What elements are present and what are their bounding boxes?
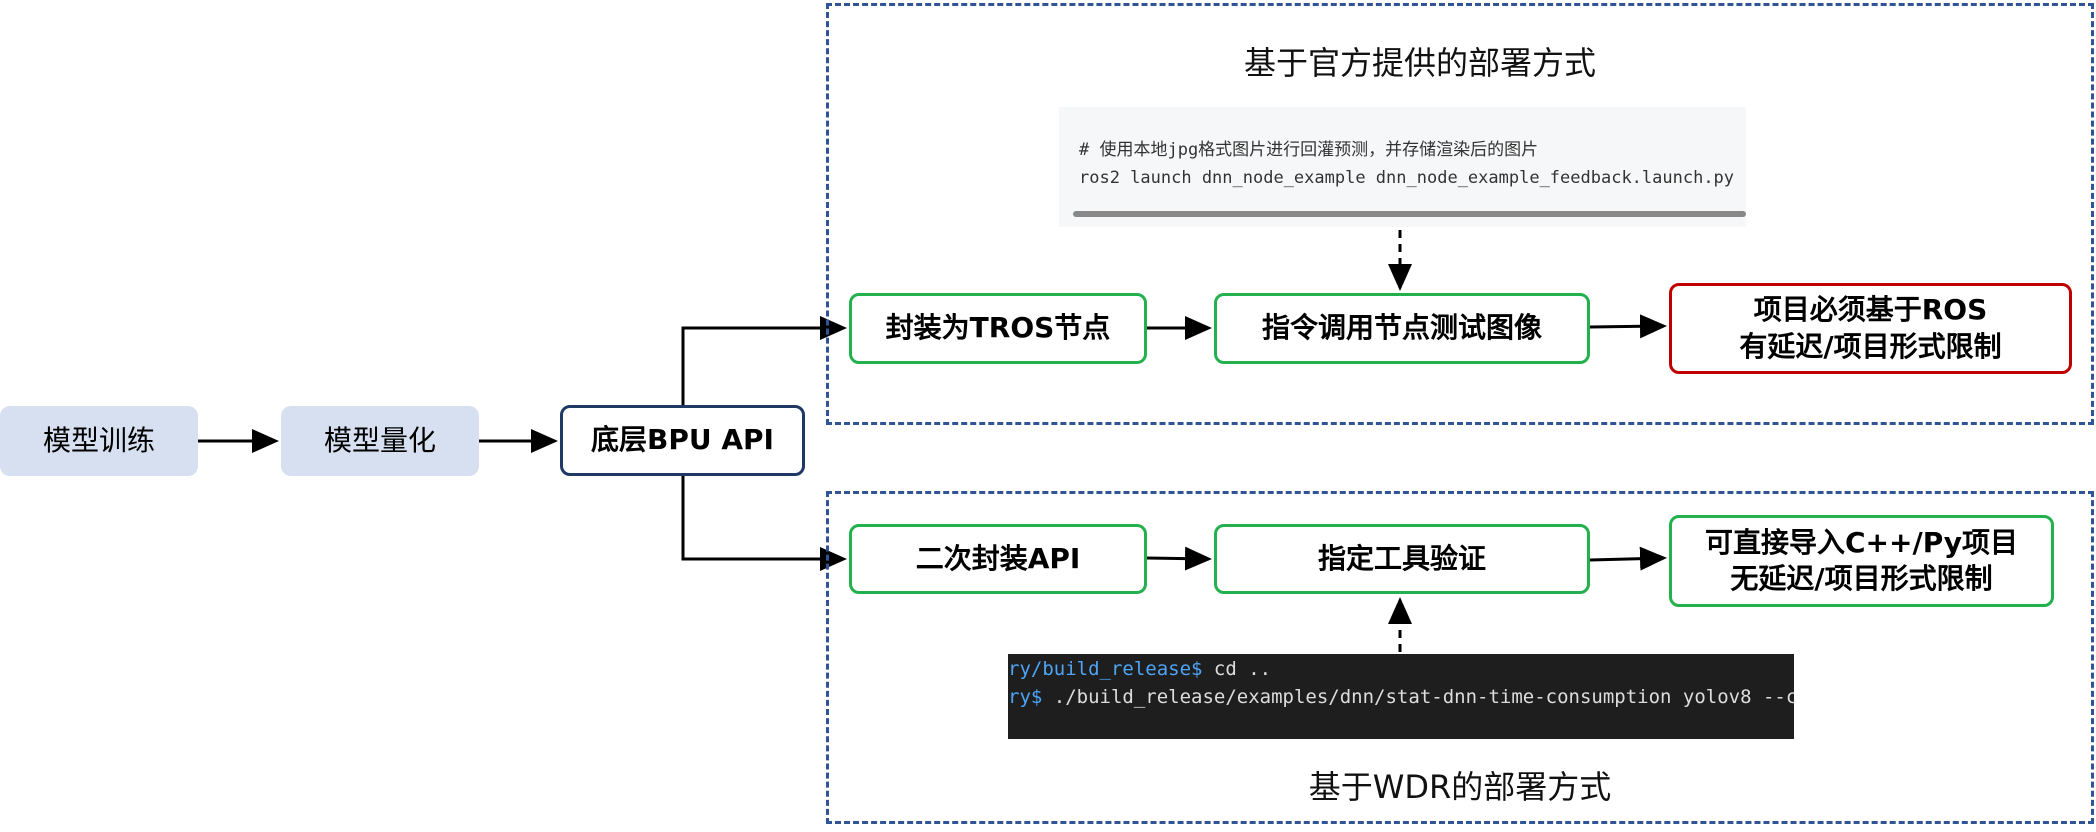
result-line: 无延迟/项目形式限制 [1730,562,1993,595]
wdr-title: 基于WDR的部署方式 [1308,768,1612,806]
arrow-bpu-to-tros [681,316,847,405]
node-model-quantization: 模型量化 [281,406,479,476]
wdr-deploy-group [826,491,2094,824]
term-prompt: ry$ [1008,686,1043,708]
term-command: cd .. [1202,658,1272,680]
result-line: 有延迟/项目形式限制 [1739,329,2002,363]
code-command: ros2 launch dnn_node_example dnn_node_ex… [1079,168,1735,188]
terminal-snippet: ry/build_release$ cd .. ry$ ./build_rele… [1008,654,1794,739]
node-bpu-api: 底层BPU API [560,405,805,476]
node-tros-wrap: 封装为TROS节点 [849,293,1147,364]
term-prompt: ry/build_release$ [1008,658,1203,680]
node-official-result: 项目必须基于ROS 有延迟/项目形式限制 [1669,283,2072,374]
horizontal-scrollbar[interactable] [1073,211,1746,217]
node-wdr-result: 可直接导入C++/Py项目 无延迟/项目形式限制 [1669,515,2054,607]
official-title: 基于官方提供的部署方式 [1243,44,1596,82]
term-command: ./build_release/examples/dnn/stat-dnn-ti… [1042,686,1794,708]
code-snippet: # 使用本地jpg格式图片进行回灌预测，并存储渲染后的图片 ros2 launc… [1059,107,1746,227]
node-tool-verify: 指定工具验证 [1214,524,1590,594]
result-line: 可直接导入C++/Py项目 [1705,525,2018,559]
node-cmd-test: 指令调用节点测试图像 [1214,293,1590,364]
node-api-wrap: 二次封装API [849,524,1147,594]
arrow-bpu-to-wrap [681,476,847,571]
result-line: 项目必须基于ROS [1753,293,1988,327]
official-deploy-group [826,3,2094,425]
code-comment: # 使用本地jpg格式图片进行回灌预测，并存储渲染后的图片 [1079,140,1539,160]
node-model-training: 模型训练 [0,406,198,476]
